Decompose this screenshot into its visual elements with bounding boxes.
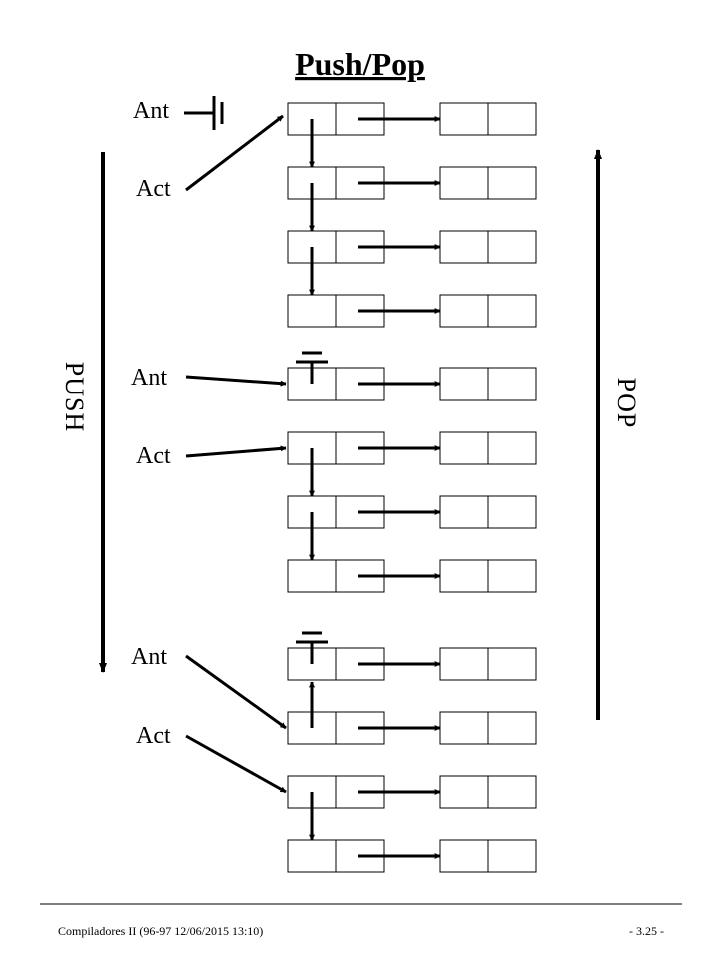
- list-node: [287, 294, 537, 328]
- pop-label: POP: [612, 378, 641, 429]
- act-label: Act: [136, 723, 171, 749]
- ant-label: Ant: [131, 365, 167, 391]
- act-pointer-arrow: [185, 734, 287, 794]
- list-node: [287, 559, 537, 593]
- list-node: [287, 495, 537, 529]
- list-node: [287, 102, 537, 136]
- act-label: Act: [136, 443, 171, 469]
- ant-pointer-arrow: [185, 654, 287, 730]
- list-node: [287, 431, 537, 465]
- act-pointer-arrow: [185, 114, 284, 192]
- act-pointer-arrow: [185, 445, 287, 458]
- list-node: [287, 367, 537, 401]
- stage-1: Ant Act: [133, 96, 537, 328]
- ant-label: Ant: [133, 98, 169, 124]
- list-node: [287, 711, 537, 745]
- act-label: Act: [136, 176, 171, 202]
- list-node: [287, 647, 537, 681]
- list-node: [287, 230, 537, 264]
- stage-2: Ant Act: [131, 351, 537, 593]
- ground-symbol: [184, 96, 224, 130]
- ant-label: Ant: [131, 644, 167, 670]
- null-symbol: [296, 631, 328, 664]
- list-node: [287, 775, 537, 809]
- null-symbol: [296, 351, 328, 384]
- push-label: PUSH: [60, 362, 89, 432]
- list-node: [287, 839, 537, 873]
- footer-right: - 3.25 -: [629, 924, 664, 938]
- page-title: Push/Pop: [295, 46, 425, 82]
- ant-pointer-arrow: [185, 375, 287, 387]
- list-node: [287, 166, 537, 200]
- footer-left: Compiladores II (96-97 12/06/2015 13:10): [58, 924, 263, 938]
- stage-3: Ant Act: [131, 631, 537, 873]
